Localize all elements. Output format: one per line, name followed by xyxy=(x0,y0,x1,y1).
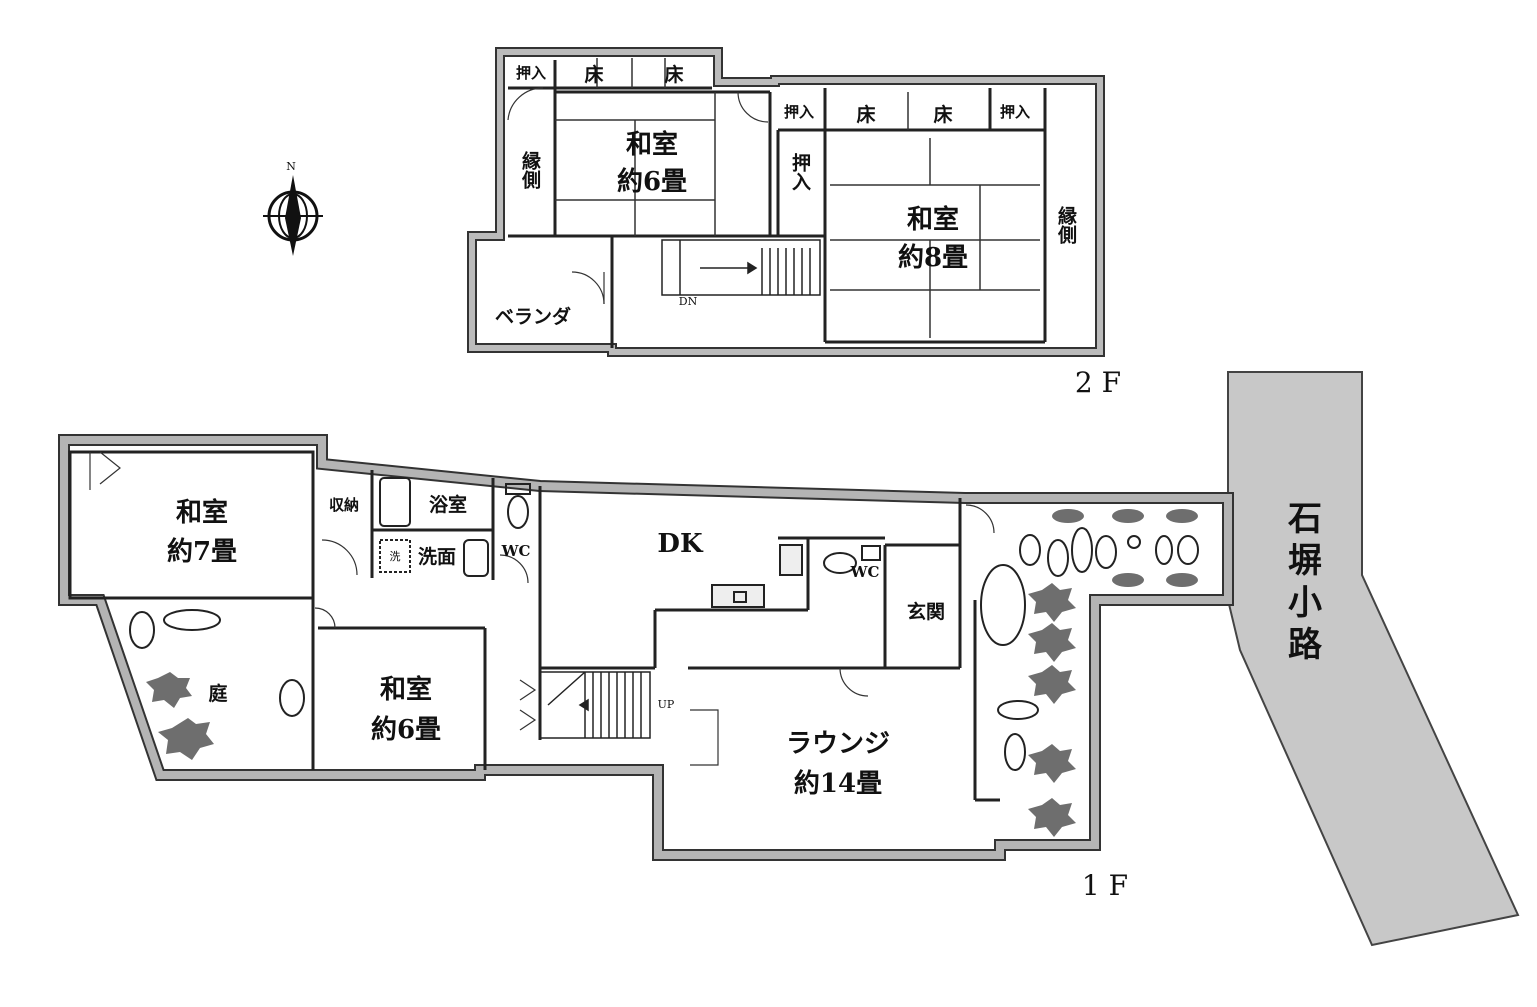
svg-text:UP: UP xyxy=(658,698,675,711)
svg-text:床: 床 xyxy=(933,103,952,126)
room-w-size: 約7畳 xyxy=(167,536,237,567)
bath-label: 浴室 xyxy=(429,493,467,516)
north-compass-icon: N xyxy=(263,160,323,256)
stair-1f xyxy=(539,671,651,739)
room-b-size: 約8畳 xyxy=(898,242,968,273)
svg-text:床: 床 xyxy=(856,103,875,126)
balcony-label: ベランダ xyxy=(495,305,571,328)
room-a-size: 約6畳 xyxy=(617,166,687,197)
svg-text:床: 床 xyxy=(664,63,683,86)
road-label: 石 塀 小 路 xyxy=(1287,499,1323,665)
washroom-label: 洗面 xyxy=(418,545,456,568)
room-a-name: 和室 xyxy=(626,129,678,160)
room-w-name: 和室 xyxy=(176,497,228,528)
svg-text:押入: 押入 xyxy=(516,64,546,82)
entrance-label: 玄関 xyxy=(907,600,945,623)
lounge-size: 約14畳 xyxy=(794,768,882,799)
svg-text:押入: 押入 xyxy=(1000,103,1030,121)
room-s-size: 約6畳 xyxy=(371,714,441,745)
svg-text:DN: DN xyxy=(679,295,698,308)
washbasin xyxy=(379,539,489,577)
bathtub xyxy=(379,477,411,527)
svg-text:縁側: 縁側 xyxy=(519,150,542,190)
garden-east-plants xyxy=(980,509,1199,837)
svg-text:石: 石 xyxy=(1287,499,1322,539)
floor-1f: 和室 約7畳 収納 浴室 洗面 洗 WC DK WC 玄関 庭 和室 約6畳 U… xyxy=(58,434,1234,902)
svg-text:路: 路 xyxy=(1288,625,1323,665)
svg-text:押入: 押入 xyxy=(784,103,814,121)
svg-text:小: 小 xyxy=(1288,583,1322,623)
floor-2f-label: 2 F xyxy=(1075,366,1121,399)
svg-text:洗: 洗 xyxy=(390,550,401,563)
svg-text:N: N xyxy=(286,160,296,173)
svg-text:床: 床 xyxy=(584,63,603,86)
wc-b-label: WC xyxy=(850,563,880,581)
stair-2f xyxy=(661,239,821,296)
kitchen-counter xyxy=(711,544,803,608)
wc-a-label: WC xyxy=(501,542,531,560)
floor-2f: 押入 押入 押入 床 床 床 床 縁側 押入 和室 約6畳 和室 約8畳 縁側 … xyxy=(467,47,1121,399)
floor-1f-label: 1 F xyxy=(1082,869,1128,902)
garden-west-plants xyxy=(129,609,305,760)
dk-label: DK xyxy=(657,529,704,559)
road-stone-wall-lane xyxy=(1227,371,1520,947)
svg-text:塀: 塀 xyxy=(1288,541,1322,581)
garden-label: 庭 xyxy=(208,682,227,705)
svg-text:押入: 押入 xyxy=(789,152,811,191)
lounge-name: ラウンジ xyxy=(786,729,890,759)
toilet-a-icon xyxy=(505,483,531,529)
room-b-name: 和室 xyxy=(907,204,959,235)
storage-label: 収納 xyxy=(329,496,359,514)
toilet-b-icon xyxy=(823,545,881,574)
room-s-name: 和室 xyxy=(380,674,432,705)
svg-text:縁側: 縁側 xyxy=(1055,205,1078,245)
